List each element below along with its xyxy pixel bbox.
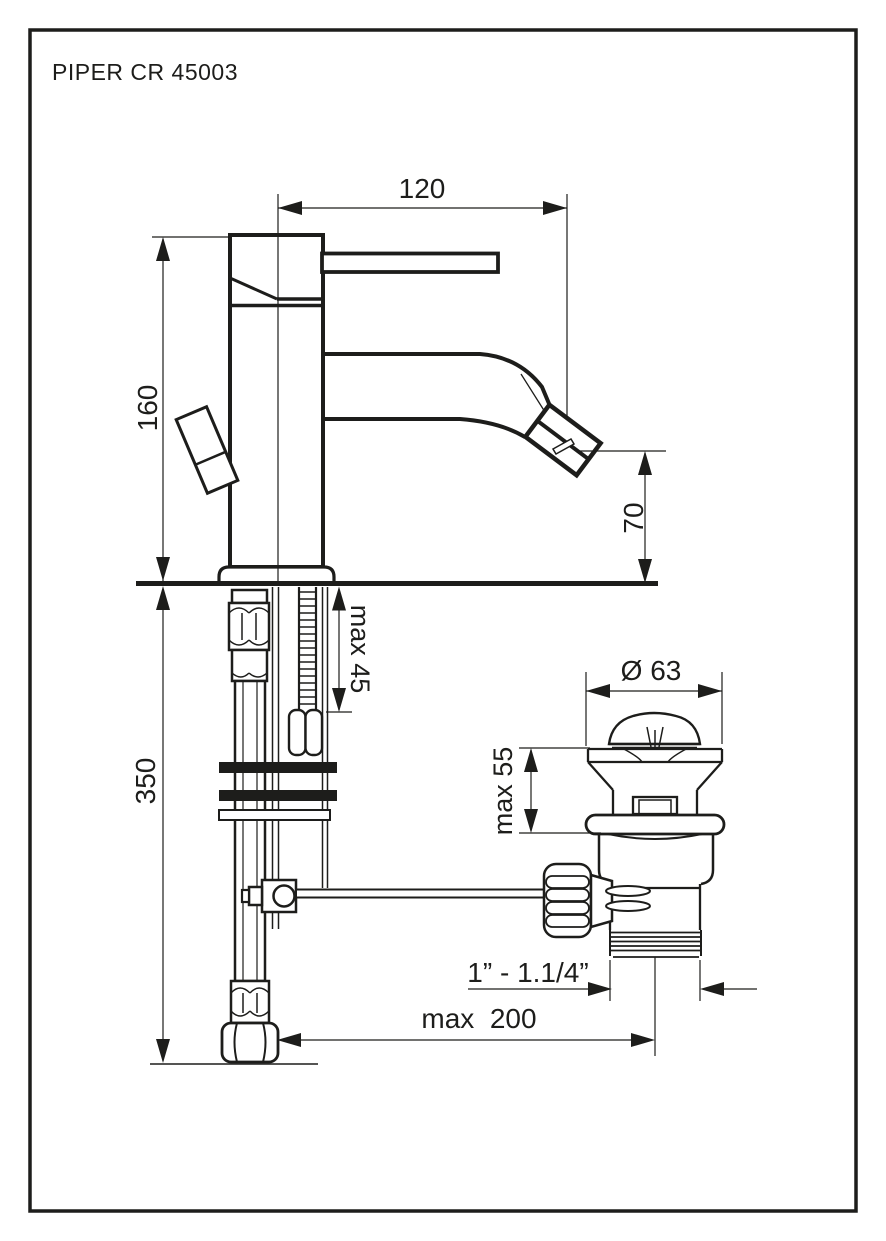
- extension-lines: [585, 672, 723, 746]
- dim-supply-hose-drop: 350: [130, 586, 318, 1065]
- dim-spout-outlet-height-label: 70: [618, 502, 649, 533]
- hose-bottom-collar-facets: [230, 987, 270, 1017]
- arrowhead-up: [524, 748, 538, 772]
- waste-body-shoulder: [597, 834, 715, 886]
- base-flange: [217, 565, 336, 585]
- supply-hose: [220, 588, 280, 1064]
- waste-cone: [587, 761, 723, 815]
- arrowhead-up: [156, 586, 170, 610]
- arrowhead-up: [332, 586, 346, 611]
- dim-max-deck-thickness: max 45: [326, 586, 375, 713]
- horizontal-rod: [295, 888, 546, 899]
- hose-tube-lines: [242, 681, 258, 981]
- dim-spout-outlet-height: 70: [577, 450, 666, 583]
- knob-ridge: [545, 888, 590, 902]
- spout-bottom-line: [323, 417, 527, 439]
- knob-ridge: [545, 901, 590, 915]
- hose-hex-facets: [228, 607, 270, 646]
- dim-waste-thread-size: 1” - 1.1/4”: [467, 957, 757, 1001]
- fixing-shank-threads: [299, 591, 316, 705]
- dim-spout-reach: 120: [278, 173, 568, 418]
- arrowhead-down: [638, 559, 652, 583]
- clamp-plate: [218, 809, 331, 821]
- waste-rim: [586, 747, 724, 764]
- rod-clamp-screw: [247, 885, 264, 907]
- dim-waste-cap-diameter-label: Ø 63: [621, 655, 682, 686]
- hose-end-nut: [220, 1021, 280, 1064]
- arrowhead-left: [586, 684, 610, 698]
- dim-waste-max-height-label: max 55: [488, 747, 518, 836]
- dim-pop-up-rod-reach-label: max 200: [421, 1003, 536, 1034]
- ball-rod-fin: [605, 885, 651, 897]
- mounting-nut-right: [304, 708, 324, 757]
- arrowhead-down: [332, 688, 346, 712]
- pop-up-waste: [584, 711, 726, 958]
- arrowhead-up: [156, 237, 170, 261]
- waste-flange: [584, 813, 726, 836]
- arrowhead-left: [700, 982, 724, 996]
- dim-body-height: 160: [132, 236, 232, 581]
- arrowhead-right: [698, 684, 722, 698]
- hose-bottom-collar: [229, 979, 271, 1025]
- pop-up-pull-rod: [271, 587, 280, 929]
- drawing-title: PIPER CR 45003: [52, 59, 238, 85]
- hose-end-nut-facets: [233, 1022, 267, 1063]
- dim-body-height-label: 160: [132, 385, 163, 432]
- arrowhead-down: [156, 557, 170, 581]
- aerator-detail: [551, 437, 576, 456]
- mounting-nut-left: [287, 708, 307, 757]
- dim-pop-up-rod-reach: max 200: [277, 957, 656, 1056]
- arrowhead-left: [278, 201, 302, 215]
- rod-clamp-pivot: [272, 884, 296, 908]
- faucet-front-view: [174, 194, 604, 585]
- under-counter-parts: [218, 587, 337, 1064]
- extension-lines: [609, 960, 701, 1001]
- pop-up-linkage: [240, 862, 651, 939]
- dim-max-deck-thickness-label: max 45: [345, 605, 375, 694]
- hose-top-cap: [230, 588, 269, 605]
- hose-collar-facets: [231, 672, 268, 678]
- arrowhead-down: [524, 809, 538, 833]
- arrowhead-left: [277, 1033, 301, 1047]
- rear-guide-lines: [321, 587, 329, 888]
- dim-supply-hose-drop-label: 350: [130, 758, 161, 805]
- rod-clamp-screw-tip: [240, 888, 251, 904]
- arrowhead-right: [631, 1033, 655, 1047]
- handle-joint-lines: [230, 297, 323, 308]
- waste-flange-lip: [607, 833, 703, 840]
- knob-ridge: [545, 875, 590, 889]
- hose-hex-fitting: [227, 601, 271, 652]
- side-lever-outline: [174, 404, 240, 496]
- gasket-band-bottom: [219, 790, 337, 801]
- ball-rod-fin: [605, 900, 651, 912]
- dim-waste-thread-size-label: 1” - 1.1/4”: [467, 957, 588, 988]
- arrowhead-down: [156, 1039, 170, 1063]
- dim-waste-max-height: max 55: [488, 747, 601, 836]
- gasket-band-top: [219, 762, 337, 773]
- handle-joint-diagonal: [229, 276, 278, 301]
- arrowhead-right: [543, 201, 567, 215]
- side-lever: [174, 404, 240, 496]
- hose-tube: [233, 679, 267, 983]
- dim-spout-reach-label: 120: [399, 173, 446, 204]
- waste-thread-sides: [609, 930, 702, 956]
- dim-waste-cap-diameter: Ø 63: [585, 655, 723, 746]
- knob-ridge: [545, 914, 590, 928]
- waste-cap-dome: [607, 711, 702, 746]
- arrowhead-right: [588, 982, 612, 996]
- ball-joint-cone: [589, 873, 614, 929]
- aerator-mid-line: [536, 419, 590, 461]
- side-lever-line: [194, 450, 227, 466]
- drawing-border: [28, 28, 858, 1213]
- handle-lever: [320, 251, 500, 274]
- extension-lines: [519, 747, 601, 834]
- arrowhead-up: [638, 451, 652, 475]
- spout-top-line: [323, 352, 552, 407]
- waste-cap-stem: [621, 726, 689, 763]
- waste-thread-lines: [610, 931, 701, 958]
